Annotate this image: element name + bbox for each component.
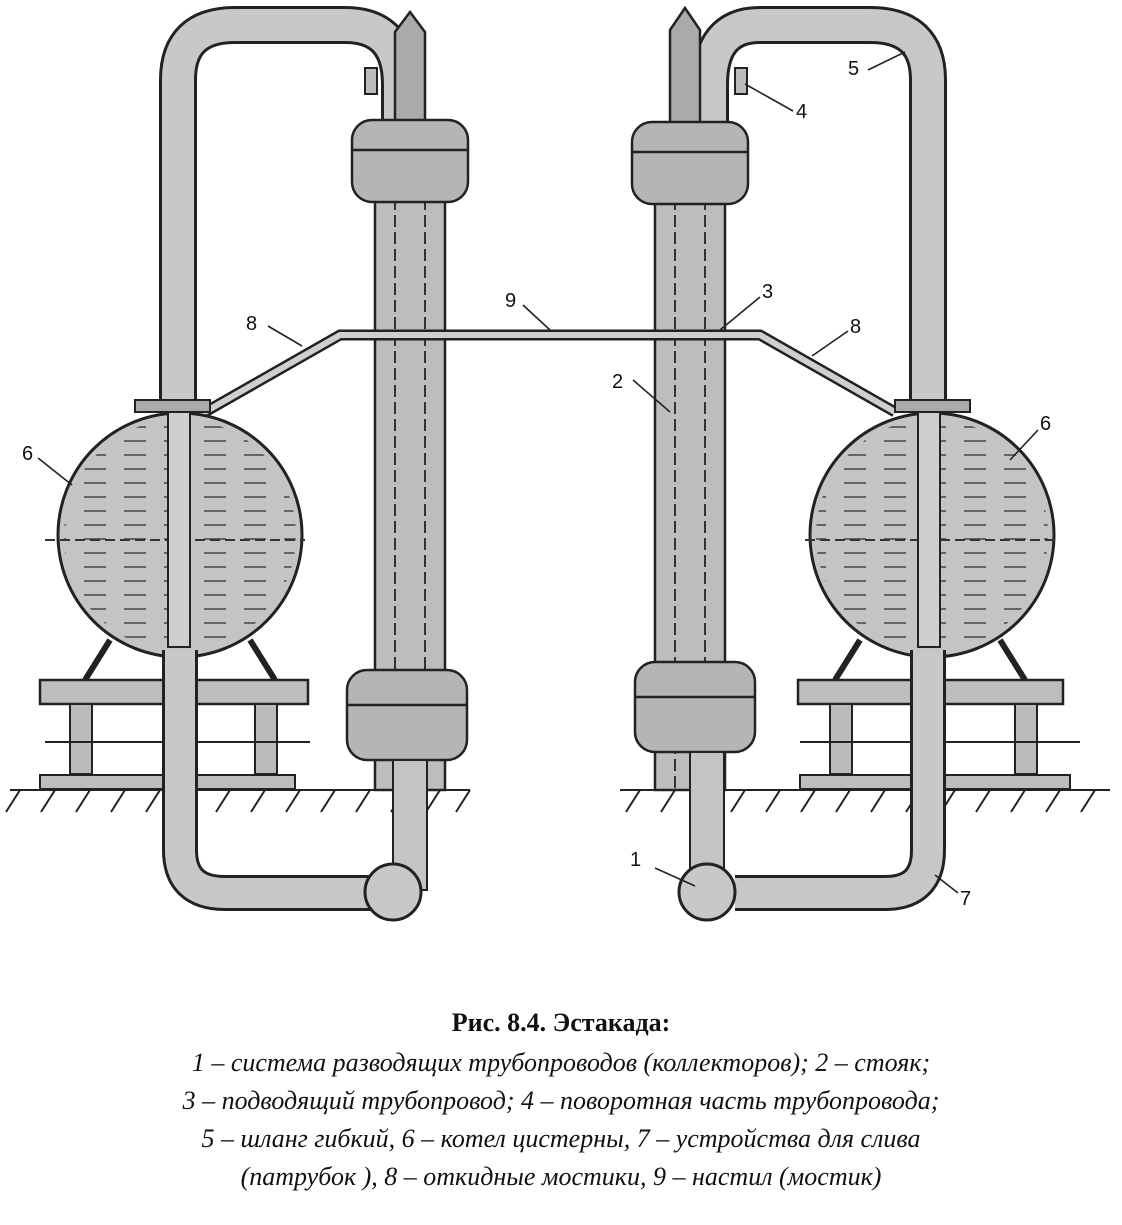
label-5: 5 [848,58,859,80]
tank-dip-pipes [167,411,941,648]
label-8-right: 8 [850,316,861,338]
caption-line-1: 1 – система разводящих трубопроводов (ко… [191,1048,931,1077]
label-3: 3 [762,281,773,303]
drain-device-left [162,650,375,911]
collectors [363,751,737,922]
leader-lines [37,51,1039,894]
swivel-joint-right [734,67,748,95]
figure-caption: Рис. 8.4. Эстакада: 1 – система разводящ… [0,1006,1122,1196]
label-8-left: 8 [246,313,257,335]
caption-line-2: 3 – подводящий трубопровод; 4 – поворотн… [182,1086,940,1115]
riser-collars [345,118,757,762]
swivel-joint-left [364,67,378,95]
caption-line-4: (патрубок ), 8 – откидные мостики, 9 – н… [240,1162,882,1191]
drain-device-right [735,650,946,911]
label-7: 7 [960,888,971,910]
flexible-hose-right [691,6,947,400]
label-6-left: 6 [22,443,33,465]
bridges [202,329,898,417]
label-2: 2 [612,371,623,393]
trestle-diagram: 1 2 3 4 5 6 6 7 8 8 9 [5,5,1110,922]
label-4: 4 [796,101,807,123]
caption-title: Рис. 8.4. Эстакада: [451,1008,671,1037]
caption-line-3: 5 – шланг гибкий, 6 – котел цистерны, 7 … [201,1124,921,1153]
label-6-right: 6 [1040,413,1051,435]
label-9: 9 [505,290,516,312]
label-1: 1 [630,849,641,871]
